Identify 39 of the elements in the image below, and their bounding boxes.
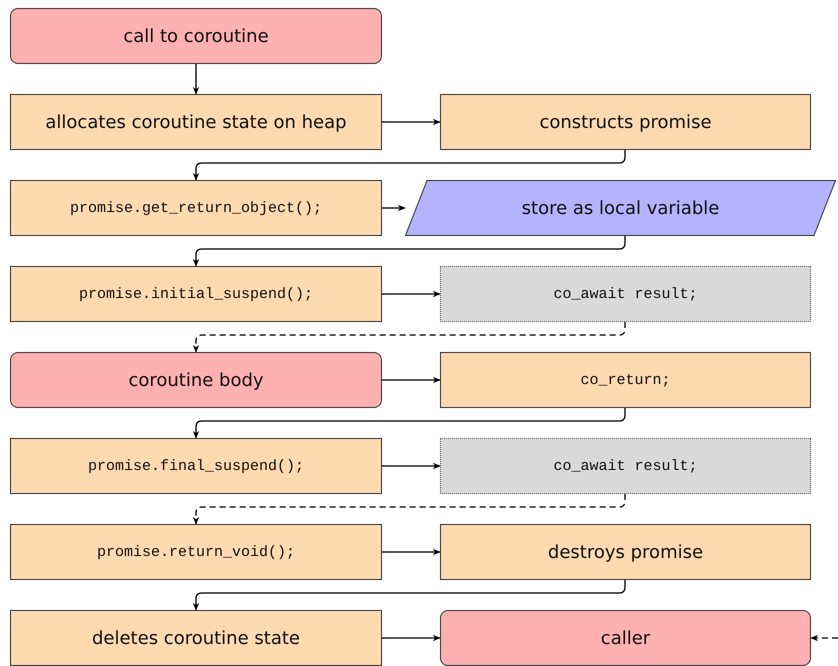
arrow [382, 548, 441, 556]
optional-box [440, 266, 811, 322]
arrow [382, 634, 441, 642]
node-label: promise.return_void(); [96, 544, 296, 560]
process-box [10, 610, 382, 666]
node-label: promise.initial_suspend(); [78, 286, 314, 302]
terminal-box [440, 610, 811, 666]
arrow [382, 118, 441, 126]
terminal-box [10, 352, 382, 408]
arrow [192, 64, 200, 95]
node-label: deletes coroutine state [90, 628, 301, 648]
node-label: co_await result; [552, 286, 699, 302]
process-box [10, 94, 382, 150]
node-label: coroutine body [127, 370, 265, 390]
arrow [382, 204, 406, 212]
node-label: promise.final_suspend(); [86, 458, 306, 474]
node-label: co_return; [579, 372, 672, 388]
process-box [10, 180, 382, 236]
arrow [810, 634, 838, 642]
process-box [10, 266, 382, 322]
node-label: allocates coroutine state on heap [44, 112, 348, 132]
node-label: caller [600, 628, 652, 648]
data-parallelogram [405, 180, 836, 236]
node-label: call to coroutine [122, 26, 270, 46]
process-box [440, 524, 811, 580]
node-label: co_await result; [552, 458, 699, 474]
arrow [382, 376, 441, 384]
process-box [10, 524, 382, 580]
node-label: constructs promise [538, 112, 713, 132]
arrow [382, 290, 441, 298]
process-box [440, 94, 811, 150]
arrow [382, 462, 441, 470]
process-box [440, 352, 811, 408]
node-label: destroys promise [546, 542, 704, 562]
terminal-box [10, 8, 382, 64]
process-box [10, 438, 382, 494]
node-label: store as local variable [520, 198, 720, 218]
node-label: promise.get_return_object(); [68, 200, 324, 216]
optional-box [440, 438, 811, 494]
